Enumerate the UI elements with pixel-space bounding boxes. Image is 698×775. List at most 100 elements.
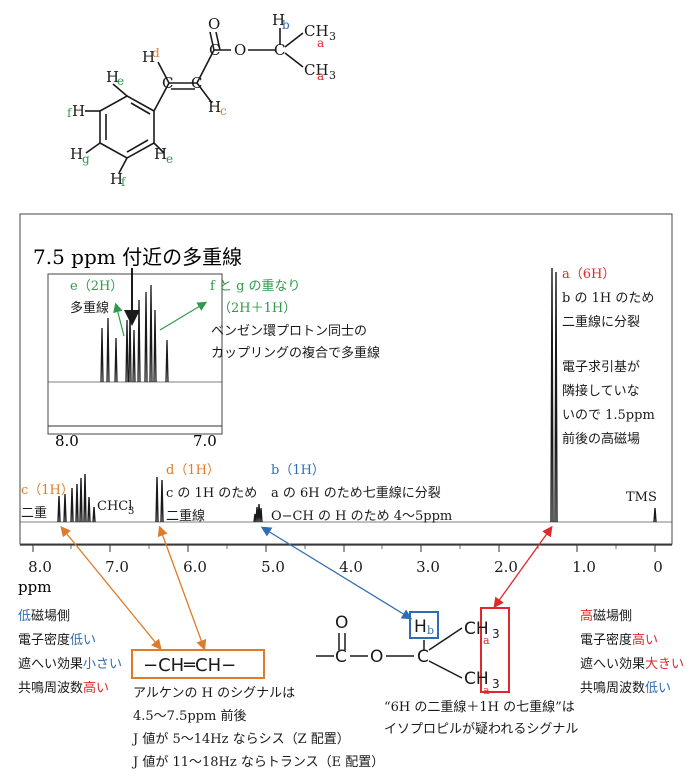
proton-labels: b a a d c e f g f e: [67, 18, 324, 189]
svg-text:高磁場側: 高磁場側: [580, 608, 632, 624]
arrow-d-to-alkene: [157, 525, 207, 651]
isopropyl-notes: “6H の二重線＋1H の七重線”は イソプロピルが疑われるシグナル: [384, 699, 578, 737]
spectrum-peaks: [57, 267, 657, 523]
b-note-2: O−CH の H のため 4〜5ppm: [271, 509, 452, 524]
atom-O-carbonyl: O: [208, 15, 220, 33]
tick-label: 3.0: [416, 558, 440, 576]
label-f-bottom: f: [121, 175, 127, 189]
svg-text:b: b: [427, 624, 434, 637]
alkene-box: [131, 649, 265, 679]
label-c: c: [220, 104, 227, 118]
e-label: e（2H）: [70, 279, 123, 294]
tick-label: 2.0: [494, 558, 518, 576]
atom-O-ester: O: [234, 41, 246, 59]
label-d: d: [152, 46, 160, 60]
label-b: b: [282, 18, 290, 32]
axis-ticks: [32, 545, 656, 552]
label-e-top: e: [117, 74, 124, 88]
axis-tick-labels: 8.0 7.0 6.0 5.0 4.0 3.0 2.0 1.0 0: [28, 558, 663, 576]
tick-label: 4.0: [339, 558, 363, 576]
peak-aromatic: [70, 473, 91, 523]
svg-text:アルケンの H のシグナルは: アルケンの H のシグナルは: [133, 686, 295, 701]
benzene-note-1: ベンゼン環プロトン同士の: [211, 324, 367, 339]
arrow-b-to-isopropyl: [260, 526, 413, 620]
fg-label: f と g の重なり: [210, 278, 301, 294]
a-title: a（6H）: [562, 267, 615, 282]
atom-H-c: H: [208, 98, 221, 116]
frag-O: O: [370, 647, 383, 667]
fg-arrow: [159, 301, 208, 331]
isopropyl-sub-labels: b a a: [427, 624, 490, 697]
frag-CH3-bottom: CH: [464, 669, 489, 689]
downfield-notes: 低磁場側 電子密度低い 遮へい効果小さい 共鳴周波数高い: [18, 609, 122, 696]
atom-H-f1: H: [72, 102, 85, 120]
a-note-3: 電子求引基が: [562, 360, 640, 375]
atom-CH3-top: CH: [304, 22, 329, 40]
frag-CH3-top: CH: [464, 619, 489, 639]
tick-label: 8.0: [28, 558, 52, 576]
inset-tick-right: 7.0: [193, 432, 217, 450]
e-arrow: [113, 302, 125, 337]
c-note: 二重: [21, 505, 47, 521]
svg-text:J 値が 5〜14Hz ならシス（Z 配置）: J 値が 5〜14Hz ならシス（Z 配置）: [131, 731, 350, 747]
svg-text:J 値が 11〜18Hz ならトランス（E 配置）: J 値が 11〜18Hz ならトランス（E 配置）: [131, 754, 384, 770]
atom-C-carbonyl: C: [209, 41, 220, 59]
tms-label: TMS: [626, 490, 657, 505]
peak-tms: [653, 507, 657, 523]
inset-panel: 8.0 7.0: [47, 273, 223, 450]
c-title: c（1H）: [21, 483, 74, 498]
inset-title: 7.5 ppm 付近の多重線: [33, 245, 242, 269]
frag-C: C: [335, 647, 347, 667]
e-multiplicity: 多重線: [70, 300, 109, 316]
a-note-1: b の 1H のため: [562, 291, 654, 306]
b-title: b（1H）: [271, 463, 325, 478]
solvent-sub: 3: [128, 506, 134, 517]
label-g: g: [82, 152, 90, 166]
peak-b-septet: [253, 503, 263, 523]
isopropyl-fragment: [316, 627, 463, 679]
fg-count: （2H＋1H）: [218, 301, 296, 316]
molecule-labels: O C O C H CH 3 CH 3 C C H H H H H H H: [70, 11, 336, 188]
atom-C-alpha: C: [191, 74, 202, 92]
isopropyl-labels: O C O C H CH 3 CH 3: [335, 613, 500, 691]
atom-H-e2: H: [154, 145, 167, 163]
svg-text:共鳴周波数高い: 共鳴周波数高い: [18, 680, 109, 696]
svg-text:電子密度高い: 電子密度高い: [580, 632, 658, 648]
atom-CH3-top-sub: 3: [329, 30, 336, 43]
atom-H-d: H: [142, 48, 155, 66]
inset-peaks: [100, 284, 169, 383]
atom-H-e1: H: [106, 68, 119, 86]
atom-H-b: H: [272, 11, 285, 29]
peak-d-doublet: [155, 476, 164, 523]
arrow-a-to-isopropyl: [493, 525, 553, 609]
benzene-ring: [99, 95, 155, 159]
d-title: d（1H）: [166, 463, 220, 478]
arrow-c-to-alkene: [60, 525, 162, 651]
frag-CH3-top-sub: 3: [492, 627, 500, 641]
tick-label: 0: [653, 558, 663, 576]
atom-H-f2: H: [110, 170, 123, 188]
label-f-left: f: [67, 106, 73, 120]
molecule-structure: [85, 28, 304, 174]
label-a-bottom: a: [317, 69, 324, 83]
peak-chcl3: [92, 506, 96, 523]
solvent-label: CHCl: [97, 499, 132, 514]
hb-box: [409, 611, 439, 639]
d-note-2: 二重線: [166, 508, 205, 524]
atom-C-beta: C: [162, 74, 173, 92]
a-note-6: 前後の高磁場: [562, 431, 640, 447]
b-note-1: a の 6H のため七重線に分裂: [271, 485, 441, 501]
tick-label: 1.0: [572, 558, 596, 576]
a-note-5: いので 1.5ppm: [562, 408, 655, 423]
axis-unit: ppm: [18, 578, 51, 596]
tick-label: 7.0: [105, 558, 129, 576]
svg-text:イソプロピルが疑われるシグナル: イソプロピルが疑われるシグナル: [384, 721, 578, 737]
peak-annotations: a（6H） b の 1H のため 二重線に分裂 電子求引基が 隣接していな いの…: [21, 267, 657, 524]
label-e-right: e: [166, 152, 173, 166]
ch3-box: [480, 607, 510, 693]
svg-text:4.5〜7.5ppm 前後: 4.5〜7.5ppm 前後: [133, 708, 246, 724]
frag-H: H: [414, 617, 427, 637]
benzene-note-2: カップリングの複合で多重線: [211, 345, 380, 361]
label-a-top: a: [317, 36, 324, 50]
